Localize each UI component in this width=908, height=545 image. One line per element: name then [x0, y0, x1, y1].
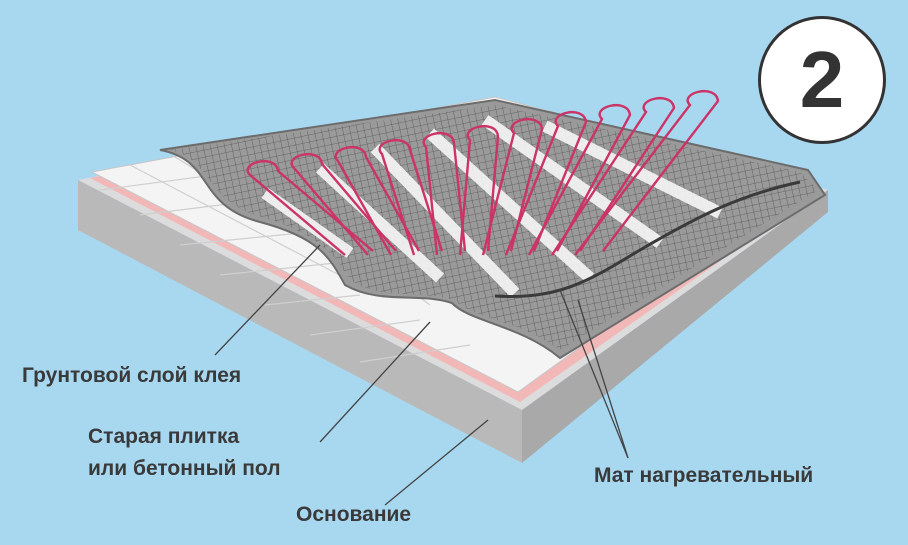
- label-primer-layer: Грунтовой слой клея: [22, 364, 242, 387]
- label-old-tile-line2: или бетонный пол: [88, 457, 281, 480]
- heating-cable-loop: [378, 139, 444, 256]
- mat-strip: [481, 115, 664, 248]
- leader-old-tile: [319, 321, 431, 443]
- label-heating-mat: Мат нагревательный: [594, 464, 814, 487]
- step-number: 2: [799, 35, 845, 124]
- heating-cable-loop: [290, 153, 397, 256]
- base-slab-front: [78, 180, 522, 463]
- heating-cable-loop: [246, 160, 374, 256]
- leader-primer: [214, 244, 321, 356]
- label-base: Основание: [296, 503, 412, 526]
- leader-mat-1: [559, 289, 629, 459]
- base-slab-side: [522, 190, 828, 463]
- heating-cable-loop: [527, 104, 632, 256]
- leader-lines: [214, 244, 629, 506]
- label-old-tile-line1: Старая плитка: [88, 425, 240, 448]
- heating-cable: [246, 90, 720, 256]
- leader-base: [384, 419, 489, 506]
- leader-mat-2: [577, 299, 629, 459]
- heating-cable-loop: [422, 132, 467, 256]
- heating-cable-loop: [334, 146, 421, 256]
- heating-cable-loop: [574, 90, 720, 256]
- step-number-badge: 2: [758, 16, 886, 144]
- heating-cable-loop: [481, 118, 544, 256]
- heating-cable-loop: [504, 111, 588, 256]
- mat-strip: [370, 143, 520, 298]
- heating-cable-loop: [550, 97, 676, 256]
- heating-cable-loop: [458, 125, 500, 256]
- heating-cable-return: [494, 180, 801, 299]
- mat-strip: [425, 128, 595, 283]
